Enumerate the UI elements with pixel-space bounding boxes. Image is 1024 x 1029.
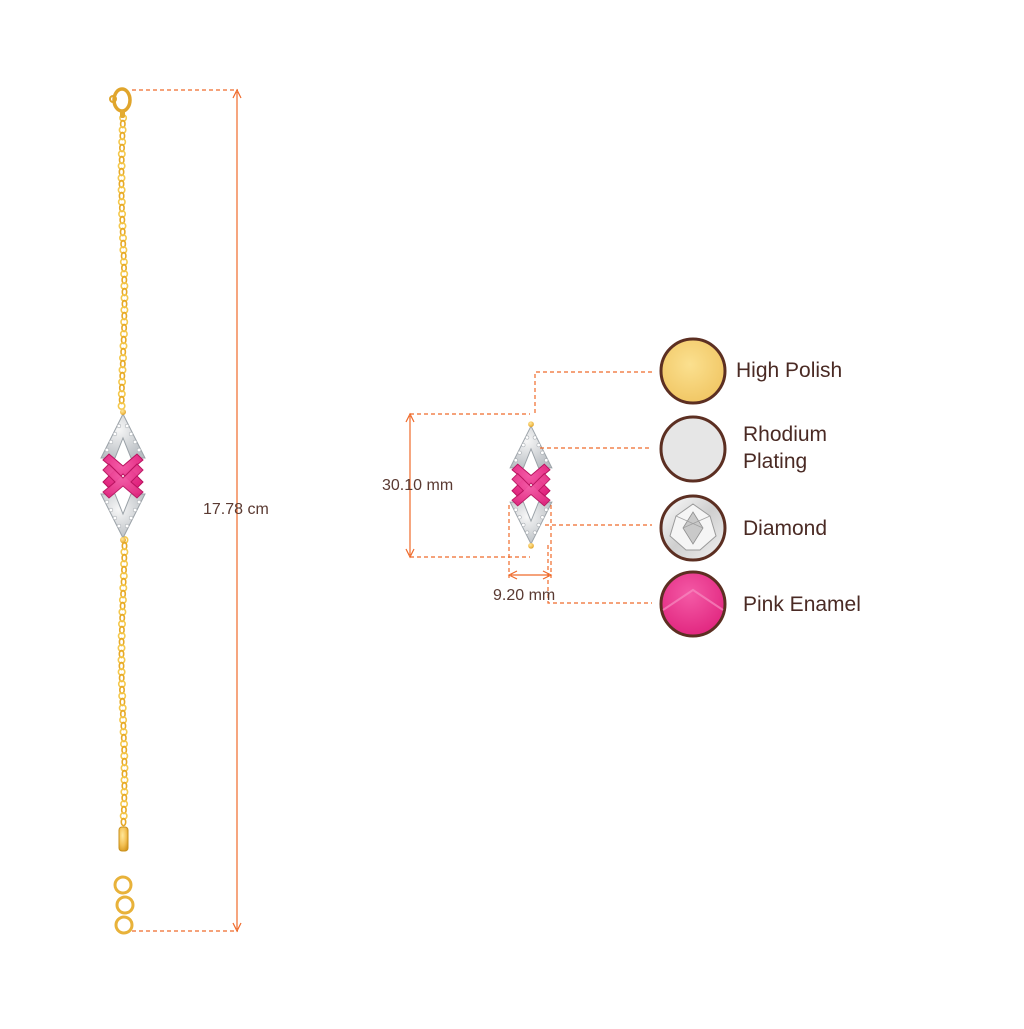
chain-link — [121, 287, 128, 297]
bracelet-chain — [117, 114, 129, 827]
chain-link — [117, 401, 126, 410]
material-callouts — [534, 371, 652, 604]
bracelet-pendant — [100, 408, 146, 544]
material-label-pink-enamel: Pink Enamel — [743, 593, 861, 616]
material-label-rhodium-plating: Rhodium Plating — [743, 423, 828, 473]
length-dimension — [132, 88, 242, 933]
chain-link — [120, 817, 127, 827]
chain-link — [118, 649, 125, 659]
pendant-height-label: 30.10 mm — [382, 477, 454, 494]
swatch-pink-enamel-icon — [659, 570, 727, 638]
swatch-rhodium-icon — [659, 415, 727, 483]
lobster-clasp-icon — [109, 87, 132, 118]
pendant-detail — [509, 420, 553, 550]
total-length-label: 17.78 cm — [203, 501, 269, 518]
swatch-diamond-icon — [659, 494, 727, 562]
chain-link — [121, 769, 128, 779]
material-label-high-polish: High Polish — [736, 359, 843, 382]
swatch-high-polish-icon — [659, 337, 727, 405]
width-dimension — [507, 505, 553, 580]
chain-link — [121, 781, 128, 791]
material-label-diamond: Diamond — [743, 517, 828, 540]
chain-end-tag — [113, 826, 135, 935]
height-dimension — [405, 412, 530, 559]
pendant-width-label: 9.20 mm — [493, 587, 556, 604]
